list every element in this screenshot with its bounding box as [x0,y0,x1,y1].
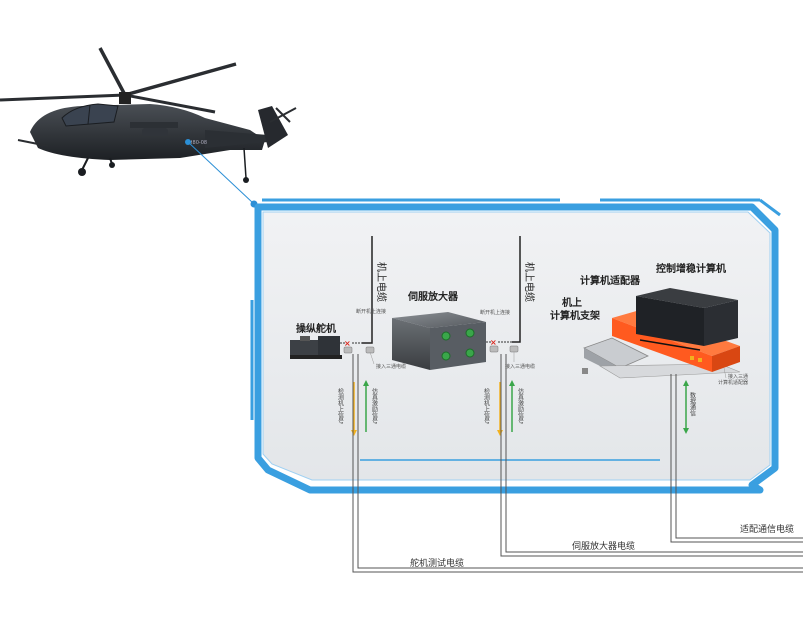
label-data-comm: 数据通信 [689,391,696,417]
disconnect-mark-2: × [490,338,497,347]
disconnect-mark-1: × [344,339,351,348]
label-detect-signal-2: 检测机上信号 [483,387,490,425]
label-flight-control-computer: 控制增稳计算机 [656,262,726,275]
label-disconnect-1: 断开机上连接 [356,308,386,315]
label-onboard-cable-2: 机上电缆 [523,262,536,302]
label-cable-actuator-test: 舵机测试电缆 [410,557,464,569]
label-tee-2: 接入三通电缆 [505,363,535,370]
label-sim-signal-1: 仿真激励信号 [371,387,378,425]
connector-icon [344,347,352,353]
label-onboard-cable-1: 机上电缆 [375,262,388,302]
helicopter-icon: LH80-08 [0,48,296,183]
label-cable-adapter-comm: 适配通信电缆 [740,523,794,535]
label-computer-adapter: 计算机适配器 [580,274,641,287]
label-detect-signal-1: 检测机上信号 [337,387,344,425]
label-disconnect-2: 断开机上连接 [480,309,510,316]
amplifier-box-icon [392,312,486,370]
label-cable-servo-amp: 伺服放大器电缆 [572,540,635,552]
label-servo-amplifier: 伺服放大器 [407,290,459,303]
label-sim-signal-2: 仿真激励信号 [517,387,524,425]
connector-icon [490,346,498,352]
callout-dot [185,139,191,145]
label-tee-1: 接入三通电缆 [376,363,406,370]
connector-icon [510,346,518,352]
label-control-actuator: 操纵舵机 [296,322,336,335]
